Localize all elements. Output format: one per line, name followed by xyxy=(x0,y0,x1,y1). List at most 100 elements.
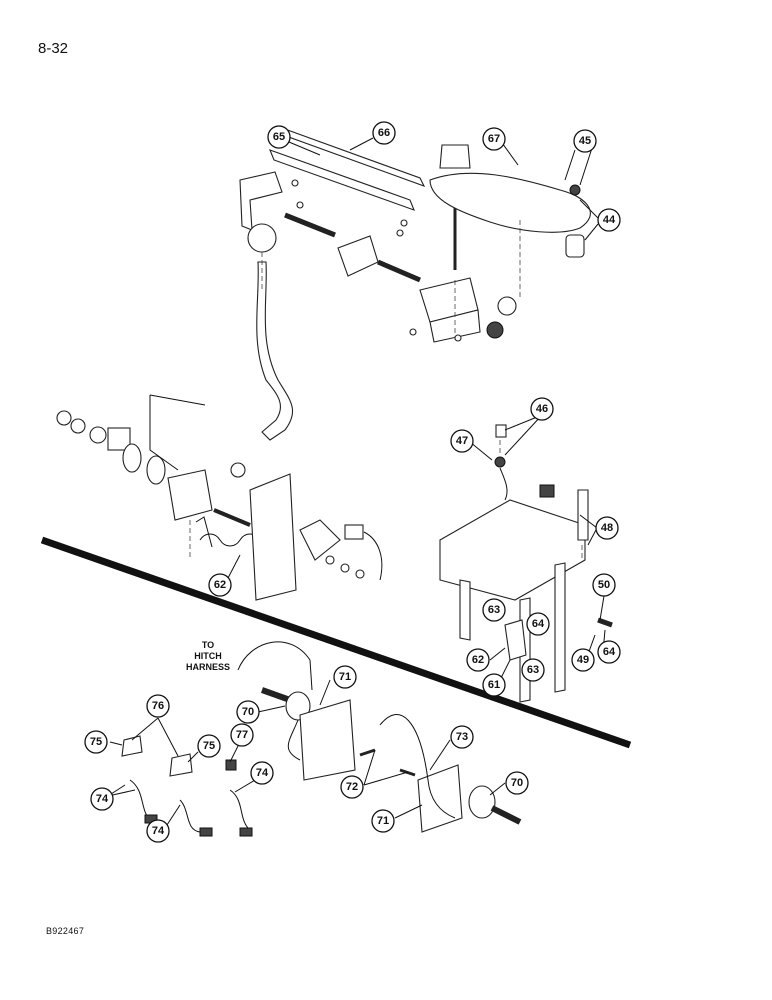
svg-text:74: 74 xyxy=(256,767,269,779)
callout-75-right: 75 xyxy=(197,734,221,758)
figure-code: B922467 xyxy=(46,926,85,936)
callout-46: 46 xyxy=(530,397,554,421)
harness-wire-73 xyxy=(379,713,456,819)
svg-text:71: 71 xyxy=(339,671,351,683)
callout-63-lower: 63 xyxy=(521,658,545,682)
pigtail-74c xyxy=(229,789,251,831)
svg-text:64: 64 xyxy=(603,646,616,658)
link-bracket xyxy=(299,519,341,561)
wire-lead xyxy=(363,531,383,581)
page-number: 8-32 xyxy=(38,40,69,57)
svg-text:62: 62 xyxy=(214,579,226,591)
callout-48: 48 xyxy=(595,516,619,540)
pigtail-74b xyxy=(179,799,201,833)
svg-text:49: 49 xyxy=(577,654,589,666)
svg-text:77: 77 xyxy=(236,729,248,741)
svg-text:50: 50 xyxy=(598,579,610,591)
callout-44: 44 xyxy=(597,208,621,232)
svg-text:70: 70 xyxy=(511,777,523,789)
callout-74-right: 74 xyxy=(250,761,274,785)
gear-washer xyxy=(486,321,504,339)
switch-47 xyxy=(494,456,506,468)
svg-text:63: 63 xyxy=(488,604,500,616)
svg-text:65: 65 xyxy=(273,131,285,143)
callout-63-upper: 63 xyxy=(482,598,506,622)
housing-box xyxy=(167,469,213,521)
callout-61: 61 xyxy=(482,673,506,697)
svg-text:66: 66 xyxy=(378,127,390,139)
frame-leg-1 xyxy=(459,579,471,641)
right-frame-assembly xyxy=(439,424,613,703)
callout-74-left: 74 xyxy=(90,787,114,811)
mounting-plate-vertical xyxy=(249,473,297,601)
callout-74-bottom: 74 xyxy=(146,819,170,843)
boot-76a xyxy=(121,735,143,757)
spring-45 xyxy=(569,184,581,196)
rubber-mount xyxy=(497,296,517,316)
hitch-wire xyxy=(237,641,313,691)
frame-top xyxy=(439,499,586,601)
cylinder xyxy=(344,524,364,540)
connector xyxy=(539,484,555,498)
svg-text:76: 76 xyxy=(152,700,164,712)
shaft-70b xyxy=(490,805,522,825)
svg-text:63: 63 xyxy=(527,664,539,676)
callout-71-upper: 71 xyxy=(333,665,357,689)
bar-66-lower xyxy=(269,149,415,211)
svg-text:62: 62 xyxy=(472,654,484,666)
callout-75-left: 75 xyxy=(84,730,108,754)
lamp-48 xyxy=(577,489,589,541)
callout-64-right: 64 xyxy=(597,640,621,664)
callout-66: 66 xyxy=(372,121,396,145)
bracket-71a xyxy=(299,699,356,781)
boot-76b xyxy=(169,753,193,777)
wire-bracket xyxy=(149,394,206,471)
bar-66-upper xyxy=(280,127,426,187)
sensor-70b xyxy=(468,785,496,819)
pivot-pin xyxy=(377,259,421,283)
svg-text:61: 61 xyxy=(488,679,500,691)
svg-text:70: 70 xyxy=(242,706,254,718)
callout-47: 47 xyxy=(450,429,474,453)
svg-text:47: 47 xyxy=(456,435,468,447)
pin-64 xyxy=(597,617,613,628)
svg-text:48: 48 xyxy=(601,522,613,534)
pigtail-74a xyxy=(129,779,151,821)
callout-65: 65 xyxy=(267,125,291,149)
callout-70-right: 70 xyxy=(505,771,529,795)
center-bracket-foot xyxy=(429,309,481,343)
section-divider xyxy=(40,536,632,749)
callout-45: 45 xyxy=(573,129,597,153)
svg-text:71: 71 xyxy=(377,815,389,827)
note-line-3: HARNESS xyxy=(186,662,231,672)
leader-lines xyxy=(107,137,606,829)
svg-text:75: 75 xyxy=(90,736,102,748)
callout-70-left: 70 xyxy=(236,700,260,724)
switch-44 xyxy=(565,234,585,258)
shaft-70a xyxy=(260,687,292,703)
svg-text:73: 73 xyxy=(456,731,468,743)
callout-73: 73 xyxy=(450,725,474,749)
clip-63 xyxy=(504,619,527,661)
callout-71-lower: 71 xyxy=(371,809,395,833)
note-line-2: HITCH xyxy=(194,651,222,661)
svg-text:44: 44 xyxy=(603,214,616,226)
svg-text:74: 74 xyxy=(96,793,109,805)
svg-text:72: 72 xyxy=(346,781,358,793)
svg-text:75: 75 xyxy=(203,740,215,752)
hitch-harness-note: TO HITCH HARNESS xyxy=(186,640,230,673)
note-line-1: TO xyxy=(201,640,215,650)
shift-lever xyxy=(256,261,294,441)
spring-62 xyxy=(199,533,261,547)
top-isolator xyxy=(439,144,471,169)
threaded-rod xyxy=(284,212,336,238)
frame-leg-2 xyxy=(554,562,566,693)
left-housing-assembly xyxy=(56,394,383,601)
svg-text:67: 67 xyxy=(488,133,500,145)
callout-50: 50 xyxy=(592,573,616,597)
disk-1 xyxy=(122,443,142,473)
mounting-plate xyxy=(429,172,591,233)
svg-text:74: 74 xyxy=(152,825,165,837)
svg-text:45: 45 xyxy=(579,135,591,147)
